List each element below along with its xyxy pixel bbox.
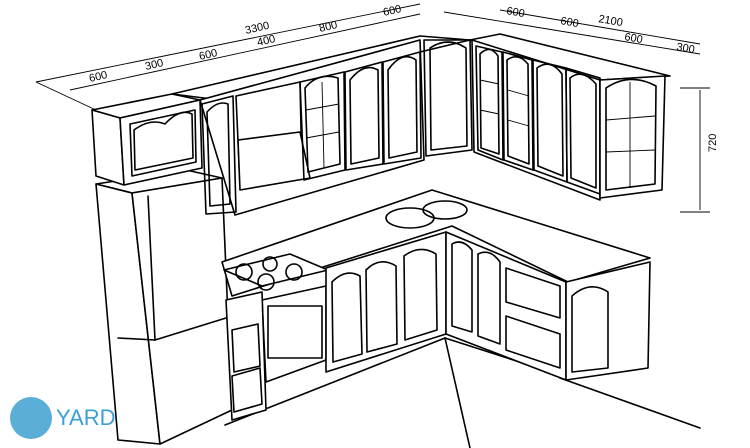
dim-300: 300	[144, 57, 165, 73]
upper-cabinets	[171, 35, 473, 216]
dim-600-right-a: 600	[505, 5, 525, 20]
refrigerator	[95, 169, 233, 445]
dim-300-right: 300	[675, 41, 695, 56]
dim-800: 800	[318, 19, 339, 35]
logo-text: YARD	[56, 405, 116, 430]
dim-3300: 3300	[244, 20, 271, 37]
dimension-lines	[35, 3, 710, 213]
site-logo: YARD	[10, 396, 116, 440]
dim-600-c: 600	[382, 3, 403, 19]
logo-house-icon	[10, 397, 52, 439]
upper-cabinet-left	[91, 93, 203, 186]
dim-2100: 2100	[597, 13, 623, 29]
dimension-labels: 3300 600 300 600 400 800 600 2100 600 60…	[88, 3, 719, 152]
dim-600-b: 600	[198, 47, 219, 63]
dim-600-left: 600	[88, 69, 109, 85]
dim-600-right-b: 600	[559, 15, 579, 30]
dim-720: 720	[707, 134, 719, 152]
dim-600-right-c: 600	[623, 31, 643, 46]
base-cabinets	[225, 231, 651, 421]
upper-cabinets-right	[469, 33, 671, 201]
stove	[223, 253, 329, 383]
dim-400: 400	[256, 33, 277, 49]
